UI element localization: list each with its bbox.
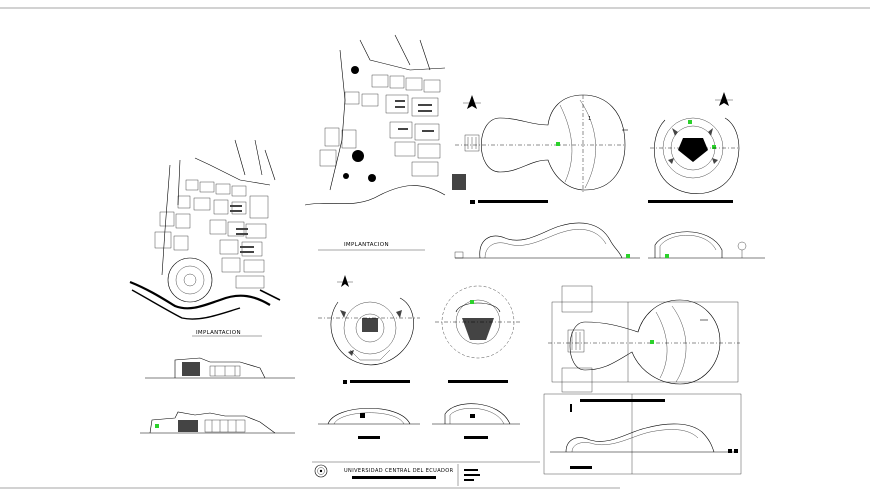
- elevation-left-2: [140, 411, 295, 434]
- title-block: UNIVERSIDAD CENTRAL DEL ECUADOR: [312, 461, 540, 486]
- implantacion-center-label: IMPLANTACION: [344, 242, 389, 248]
- university-seal-icon: [314, 464, 328, 478]
- site-plan-center: IMPLANTACION: [304, 34, 446, 251]
- floor-plan-peanut-top: 1: [452, 94, 628, 204]
- university-name: UNIVERSIDAD CENTRAL DEL ECUADOR: [344, 468, 454, 474]
- section-wave-top: [454, 222, 640, 259]
- section-dome-top-right: [648, 231, 765, 259]
- implantacion-left-label: IMPLANTACION: [196, 330, 241, 336]
- sheet-border: [0, 7, 870, 489]
- floor-plan-circular-mid-right: [435, 285, 520, 383]
- north-arrow-icon: [337, 275, 353, 287]
- north-arrow-icon: [715, 92, 733, 106]
- section-dome-mid-left: [318, 408, 420, 439]
- north-arrow-icon: [463, 95, 481, 109]
- site-plan-left: IMPLANTACION: [129, 139, 281, 337]
- section-dome-mid-right: [432, 403, 520, 439]
- floor-plan-framed-right: [548, 285, 740, 393]
- section-framed-right: [543, 393, 742, 475]
- floor-plan-circular-mid-left: [318, 297, 420, 384]
- floor-plan-circular-top-right: [648, 117, 740, 203]
- elevation-left-1: [145, 357, 295, 379]
- svg-text:1: 1: [588, 116, 592, 122]
